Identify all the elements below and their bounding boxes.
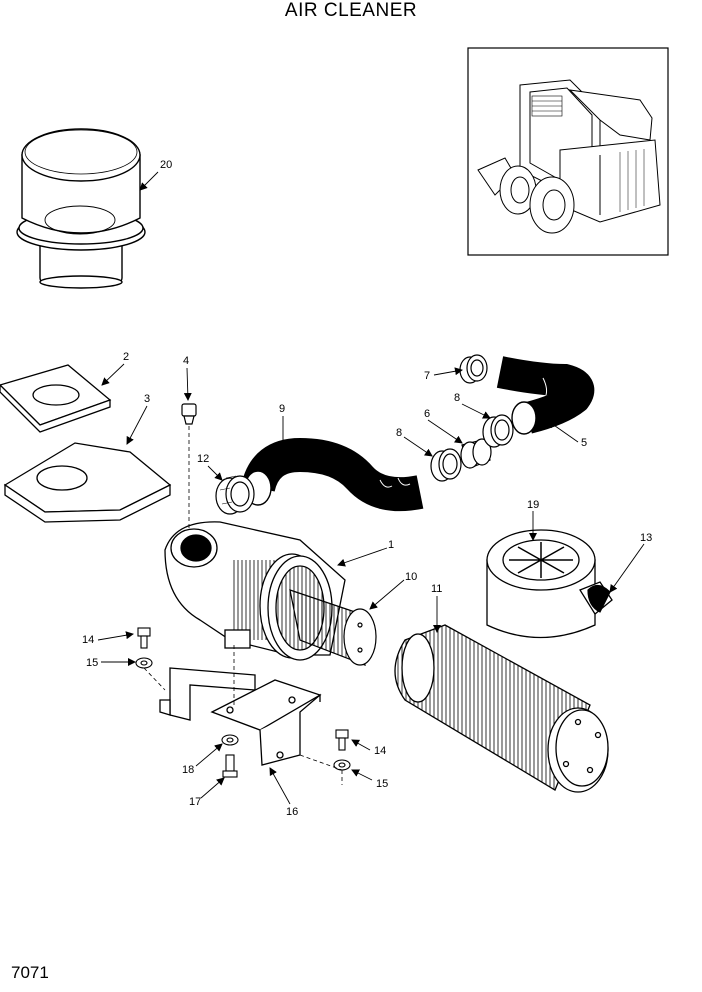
cleaner-cover: [486, 529, 613, 639]
vacuator-valve: [587, 584, 611, 613]
callout-15-left: 15: [86, 657, 98, 669]
gasket-shaped: [3, 442, 172, 523]
clamp-8-upper: [482, 414, 514, 448]
callout-16: 16: [286, 806, 298, 818]
machine-inset: [467, 47, 669, 256]
washer-15-right: [333, 759, 351, 771]
clamp-7: [459, 354, 488, 384]
washer-15-left: [135, 657, 153, 669]
callout-8-lower: 8: [396, 427, 402, 439]
callout-7: 7: [424, 370, 430, 382]
precleaner-cap: [16, 128, 146, 289]
callout-18: 18: [182, 764, 194, 776]
callout-6: 6: [424, 408, 430, 420]
safety-element: [289, 589, 377, 666]
callout-12: 12: [197, 453, 209, 465]
callout-20: 20: [160, 159, 172, 171]
callout-leaders: [97, 171, 645, 805]
callout-4: 4: [183, 355, 189, 367]
hardware: [135, 627, 351, 778]
page-number: 7071: [11, 963, 49, 982]
mounting-bracket: [159, 667, 322, 766]
callout-numbers: 20 2 3 4 9 12 7 8 6 8 5 1 10 11 19 13 14…: [82, 159, 652, 818]
callout-15-right: 15: [376, 778, 388, 790]
clamps: [215, 354, 514, 515]
hose-5: [496, 356, 595, 435]
callout-2: 2: [123, 351, 129, 363]
bolt-14-left: [137, 627, 151, 649]
callout-17: 17: [189, 796, 201, 808]
gasket-flat: [0, 364, 112, 433]
callout-5: 5: [581, 437, 587, 449]
fitting: [181, 403, 197, 425]
sleeve-6: [460, 438, 492, 469]
callout-8-upper: 8: [454, 392, 460, 404]
clamp-8-lower: [430, 448, 462, 482]
callout-10: 10: [405, 571, 417, 583]
callout-9: 9: [279, 403, 285, 415]
callout-14-left: 14: [82, 634, 94, 646]
callout-3: 3: [144, 393, 150, 405]
bolt-17: [222, 754, 238, 778]
callout-11: 11: [431, 583, 442, 595]
callout-1: 1: [388, 539, 394, 551]
hose-9: [241, 437, 424, 512]
primary-element: [394, 624, 609, 793]
clamp-12: [215, 475, 255, 515]
bolt-14-right: [335, 729, 349, 751]
callout-14-right: 14: [374, 745, 386, 757]
assembly-lines: [143, 426, 343, 785]
callout-13: 13: [640, 532, 652, 544]
washer-18: [221, 734, 239, 746]
page-title: AIR CLEANER: [284, 0, 418, 21]
callout-19: 19: [527, 499, 539, 511]
